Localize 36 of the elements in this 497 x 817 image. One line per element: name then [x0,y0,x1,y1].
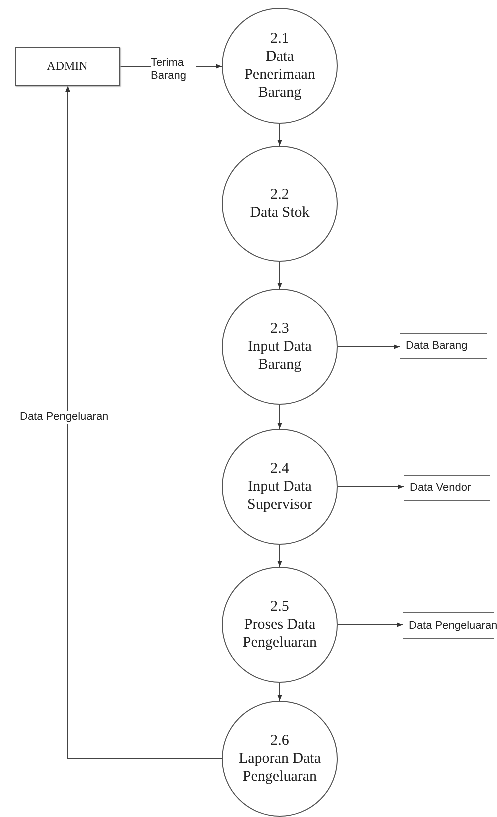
process-circle [222,567,338,683]
process-number: 2.4 [270,460,290,478]
process-name: Input Data Barang [247,338,313,374]
data-flow-arrow [278,544,282,568]
data-store [400,333,487,359]
process-number: 2.5 [270,598,290,616]
store-name: Data Barang [406,340,468,352]
process-circle [222,8,338,124]
process-name: Input Data Supervisor [246,478,314,514]
process-name: Data Penerimaan Barang [244,48,316,102]
process-number: 2.1 [270,30,290,48]
process-name: Data Stok [250,204,310,222]
process-number: 2.2 [270,186,290,204]
process-number: 2.6 [270,732,290,750]
data-flow-arrow [338,622,404,628]
data-flow-arrow [278,404,282,430]
process-circle [222,146,338,262]
data-store [404,475,490,501]
edge-label: Terima Barang [151,57,196,84]
process-circle [222,701,338,817]
data-flow-arrow [338,344,400,350]
entity-box [15,47,120,86]
entity-name: ADMIN [47,59,88,74]
data-flow-arrow [278,262,282,290]
data-flow-arrow [338,484,404,490]
process-name: Laporan Data Pengeluaran [238,750,322,786]
process-circle [222,429,338,545]
data-flow-arrow [278,124,282,146]
store-name: Data Pengeluaran [409,620,497,632]
store-name: Data Vendor [410,482,472,494]
edge-label: Data Pengeluaran [20,411,109,424]
process-name: Proses Data Pengeluaran [242,616,318,652]
data-flow-arrow [278,682,282,702]
process-number: 2.3 [270,320,290,338]
data-flow-arrow [66,86,222,760]
process-circle [222,289,338,405]
